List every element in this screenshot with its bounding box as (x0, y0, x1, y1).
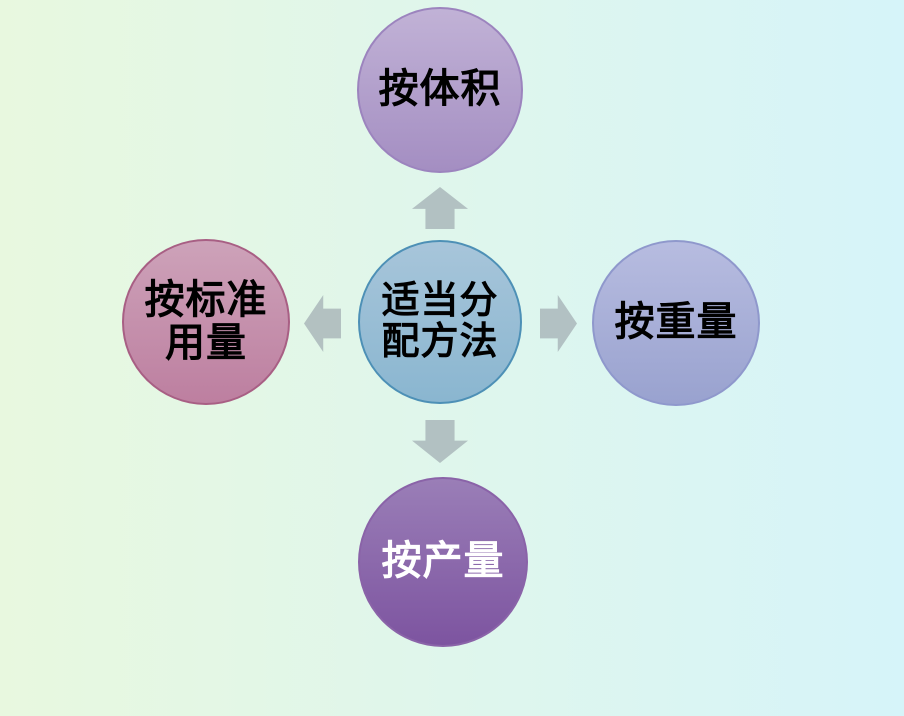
node-label-line: 按标准 (144, 277, 268, 322)
arrow-right-icon (540, 295, 577, 352)
node-label-line: 配方法 (381, 321, 499, 363)
node-center-allocation-method: 适当分 配方法 (358, 240, 522, 404)
node-by-volume: 按体积 (357, 7, 523, 173)
node-label-line: 按产量 (381, 539, 505, 584)
node-label-line: 用量 (165, 321, 247, 365)
node-label-line: 按重量 (614, 300, 738, 345)
node-by-output: 按产量 (358, 477, 528, 647)
node-by-standard-usage: 按标准 用量 (122, 239, 290, 405)
arrow-down-icon (412, 420, 468, 463)
node-label-line: 适当分 (381, 279, 499, 322)
node-by-weight: 按重量 (592, 240, 760, 406)
node-label-line: 按体积 (378, 67, 502, 112)
arrow-up-icon (412, 187, 468, 229)
arrow-left-icon (304, 295, 341, 352)
